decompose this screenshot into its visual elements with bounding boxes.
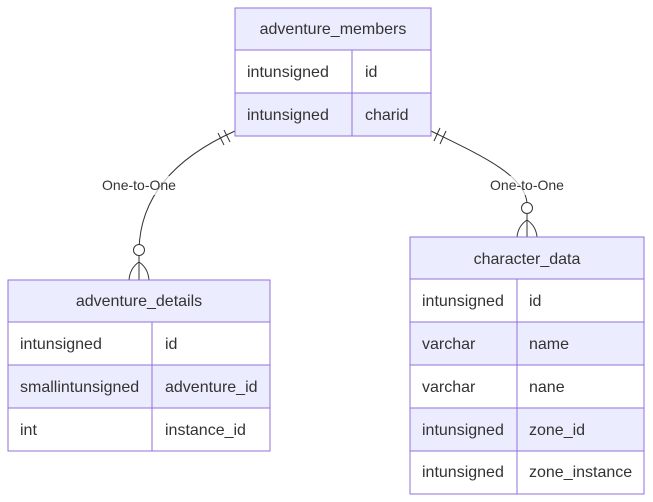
attribute-type: intunsigned — [247, 64, 329, 81]
crow-foot-marker — [128, 261, 140, 281]
attribute-type: intunsigned — [247, 107, 329, 124]
entity-adventure-members: adventure_members intunsigned id intunsi… — [234, 7, 432, 137]
crow-foot-marker — [526, 219, 538, 238]
attribute-row — [7, 321, 271, 366]
attribute-row — [7, 407, 271, 452]
attribute-name: adventure_id — [165, 379, 258, 396]
relationship-members-details: One-to-One — [101, 129, 236, 281]
attribute-row — [409, 407, 645, 452]
relationship-label: One-to-One — [102, 177, 176, 193]
attribute-name: id — [165, 336, 177, 353]
attribute-type: int — [20, 422, 37, 439]
attribute-row — [409, 364, 645, 409]
attribute-type: intunsigned — [422, 464, 504, 481]
relationship-label-bg — [101, 176, 177, 195]
crow-foot-marker — [138, 261, 150, 281]
attribute-row — [234, 49, 432, 94]
attribute-row — [409, 278, 645, 323]
relationship-members-character: One-to-One — [430, 127, 565, 238]
attribute-type: varchar — [422, 379, 476, 396]
one-marker — [217, 132, 225, 146]
entity-title: character_data — [474, 251, 581, 268]
entity-character-data: character_data intunsigned id varchar na… — [409, 236, 645, 495]
entity-adventure-details: adventure_details intunsigned id smallin… — [7, 279, 271, 452]
entity-title: adventure_members — [260, 21, 407, 38]
zero-marker — [133, 244, 145, 256]
attribute-name: charid — [365, 107, 409, 124]
attribute-row — [409, 450, 645, 495]
attribute-name: nane — [529, 379, 565, 396]
relationship-label: One-to-One — [490, 177, 564, 193]
crow-foot-marker — [516, 219, 528, 238]
attribute-name: zone_instance — [529, 464, 632, 481]
entity-title: adventure_details — [76, 293, 202, 310]
attribute-type: intunsigned — [422, 293, 504, 310]
entity-header — [234, 7, 432, 51]
one-marker — [223, 129, 231, 143]
attribute-name: id — [529, 293, 541, 310]
relationship-label-bg — [489, 176, 565, 195]
attribute-type: smallintunsigned — [20, 379, 139, 396]
attribute-row — [234, 92, 432, 137]
attribute-name: id — [365, 64, 377, 81]
attribute-row — [7, 364, 271, 409]
attribute-name: zone_id — [529, 422, 585, 439]
one-marker — [433, 127, 441, 142]
zero-marker — [521, 202, 533, 214]
attribute-type: intunsigned — [422, 422, 504, 439]
attribute-type: varchar — [422, 336, 476, 353]
attribute-name: name — [529, 336, 569, 353]
entity-header — [409, 236, 645, 280]
one-marker — [439, 130, 447, 145]
attribute-row — [409, 321, 645, 366]
attribute-name: instance_id — [165, 422, 246, 439]
attribute-type: intunsigned — [20, 336, 102, 353]
